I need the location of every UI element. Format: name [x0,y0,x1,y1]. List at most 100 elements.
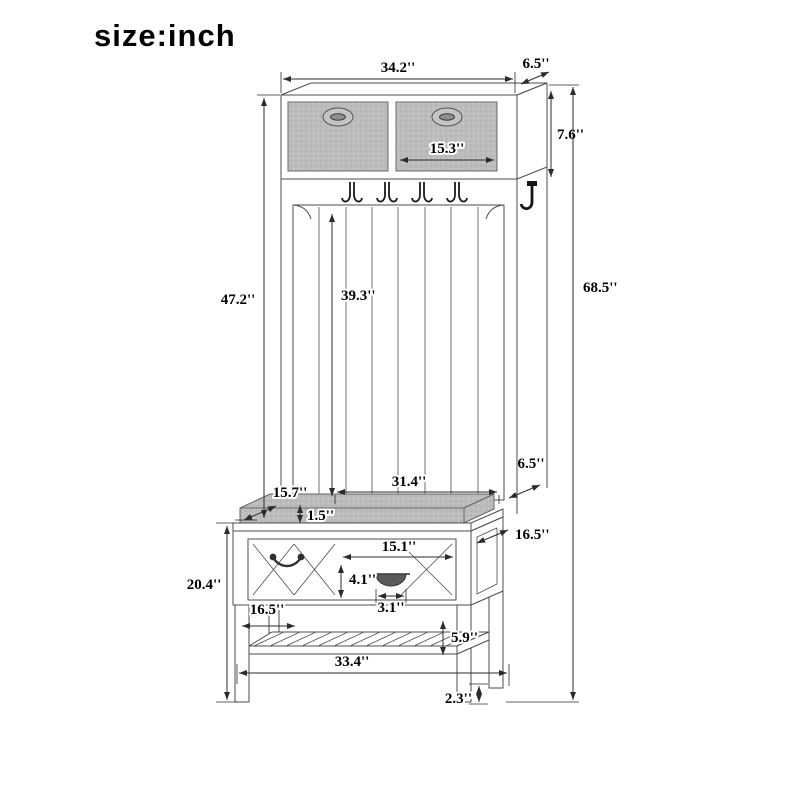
dimension-label: 3.1'' [377,600,404,616]
dim-bench-height: 20.4'' [187,522,238,703]
drawer-front [247,538,457,601]
slatted-shelf [248,631,490,655]
dimension-label: 7.6'' [557,127,584,143]
side-hook [519,181,537,211]
lattice-left [252,543,336,596]
dim-handle-width: 3.1'' [375,589,407,618]
rail-bracket-right [485,204,505,220]
dimension-label: 2.3'' [445,691,472,707]
dim-panel-height: 39.3'' [329,214,378,496]
dimension-line [476,529,509,544]
coat-hook-4 [446,182,468,203]
handle-slot [330,113,346,121]
cushion-front [239,507,465,524]
shelf-slat [413,631,445,647]
hook-prong [446,182,456,203]
seat-board-front [232,522,472,532]
handle-bail [271,556,303,568]
dimension-label: 4.1'' [349,572,376,588]
side-hook-curl [519,186,534,211]
hook-prong [388,182,398,203]
dimension-label: 15.3'' [430,141,465,157]
hook-rail [292,204,505,220]
lattice-line [400,543,453,596]
dimension-label: 47.2'' [221,292,256,308]
dimension-label: 16.5'' [250,602,285,618]
hook-prong [376,182,386,203]
hook-prong [423,182,433,203]
dim-top-depth: 6.5'' [520,56,550,85]
shelf-slat [349,631,381,647]
dimension-line [243,505,277,521]
dim-base-width: 33.4'' [236,652,510,686]
dim-drawer-width: 15.1'' [343,537,453,560]
lattice-right [400,543,453,596]
shelf-slat [365,631,397,647]
dimension-label: 20.4'' [187,577,222,593]
dim-foot-height: 2.3'' [443,683,488,709]
dim-seat-depth: 15.7'' [243,483,309,521]
dim-seat-back-depth: 6.5'' [508,456,545,499]
basket-handle-left [322,107,354,127]
dimension-label: 1.5'' [307,508,334,524]
dimension-label: 16.5'' [515,527,550,543]
seat-board [232,508,504,532]
hook-prong [458,182,468,203]
dimension-label: 5.9'' [451,630,478,646]
dimension-annotations: 34.2'' 6.5'' 7.6'' 15.3'' 47.2'' [187,56,618,709]
dimension-label: 15.7'' [273,485,308,501]
seat-cushion [239,493,495,524]
dimension-line [508,484,541,499]
cabinet-top-face [280,82,548,96]
shelf-slats [253,631,477,647]
back-panel [292,204,505,501]
cabinet-side-face [516,82,548,180]
dim-drawer-height: 4.1'' [338,565,378,598]
drawer-cup-handle [372,573,410,587]
shelf-slat [317,631,349,647]
top-cabinet [280,82,548,180]
dim-bench-depth: 16.5'' [476,527,550,544]
shelf-slat [253,631,285,647]
coat-hook-3 [411,182,433,203]
coat-hook-2 [376,182,398,203]
dimension-label: 39.3'' [341,288,376,304]
dim-shelf-height: 5.9'' [440,621,480,655]
shelf-slat [445,631,477,647]
frame-posts [280,167,548,521]
dimension-label: 34.2'' [381,60,416,76]
bench [232,493,504,606]
dim-seat-width: 31.4'' [334,472,500,504]
side-hook-plate [527,181,537,186]
dimension-label: 33.4'' [335,654,370,670]
dimension-label: 6.5'' [517,456,544,472]
lattice-line [252,543,295,596]
coat-hooks [341,181,537,211]
units-label: size:inch [94,18,236,53]
leg-front-left [234,604,250,703]
dim-top-width: 34.2'' [280,60,516,93]
lattice-line [293,543,336,596]
dim-total-height: 68.5'' [506,84,618,703]
hall-tree-drawing [232,82,548,703]
hook-prong [341,182,351,203]
shelf-slat [381,631,413,647]
dim-cushion-thickness: 1.5'' [297,505,336,526]
dimension-label: 15.1'' [382,539,417,555]
dim-shelf-opening-width: 16.5'' [242,600,295,629]
basket-handle-right [431,107,463,127]
hook-prong [353,182,363,203]
panel-outline [292,204,505,501]
dimension-label: 68.5'' [583,280,618,296]
bench-side-face [470,516,504,606]
dimension-line [520,71,550,85]
handle-slot [439,113,455,121]
bench-front-face [232,530,472,606]
coat-hook-1 [341,182,363,203]
dimension-label: 6.5'' [522,56,549,72]
shelf-slat [333,631,365,647]
drawer-bail-handle [269,553,305,568]
shelf-side-rail [456,631,490,655]
